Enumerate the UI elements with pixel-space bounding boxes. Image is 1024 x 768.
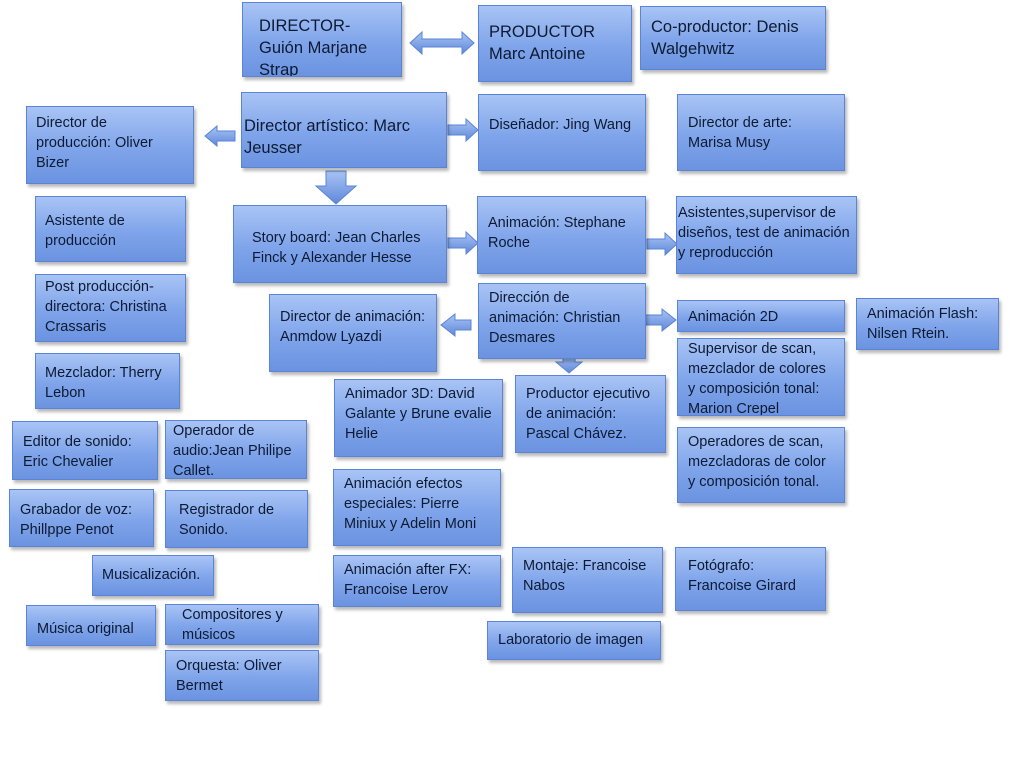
- box-director-animacion: Director de animación: Anmdow Lyazdi: [269, 294, 437, 372]
- arrow-to-director-produccion: [204, 124, 236, 148]
- box-compositores: Compositores y músicos: [165, 604, 319, 645]
- box-productor-ejecutivo: Productor ejecutivo de animación: Pascal…: [515, 375, 666, 453]
- arrow-to-director-animacion: [440, 312, 472, 338]
- box-registrador-sonido: Registrador de Sonido.: [165, 490, 308, 548]
- box-montaje: Montaje: Francoise Nabos: [512, 547, 663, 613]
- arrow-to-asistentes: [646, 231, 678, 257]
- box-supervisor-scan: Supervisor de scan, mezclador de colores…: [677, 338, 845, 416]
- box-director: DIRECTOR-Guión Marjane Strap: [242, 2, 402, 77]
- box-operador-audio: Operador de audio:Jean Philipe Callet.: [165, 420, 307, 479]
- box-animacion-2d: Animación 2D: [677, 300, 845, 332]
- box-direccion-animacion: Dirección de animación: Christian Desmar…: [478, 283, 646, 359]
- box-operadores-scan: Operadores de scan, mezcladoras de color…: [677, 427, 845, 503]
- arrow-to-animacion: [447, 230, 479, 256]
- box-director-produccion: Director de producción: Oliver Bizer: [26, 106, 194, 184]
- box-productor: PRODUCTOR Marc Antoine: [478, 5, 632, 82]
- box-animacion-flash: Animación Flash: Nilsen Rtein.: [856, 298, 999, 350]
- box-animacion-after-fx: Animación after FX: Francoise Lerov: [333, 555, 501, 607]
- double-arrow-director-productor: [409, 30, 475, 56]
- arrow-to-animacion-2d: [641, 307, 677, 333]
- box-asistentes-supervisor: Asistentes,supervisor de diseños, test d…: [676, 196, 857, 274]
- box-coproductor: Co-productor: Denis Walgehwitz: [640, 6, 826, 70]
- box-orquesta: Orquesta: Oliver Bermet: [165, 650, 319, 701]
- box-editor-sonido: Editor de sonido: Eric Chevalier: [12, 421, 158, 480]
- box-animacion-efectos: Animación efectos especiales: Pierre Min…: [333, 469, 501, 546]
- box-mezclador: Mezclador: Therry Lebon: [35, 353, 180, 409]
- box-asistente-produccion: Asistente de producción: [35, 196, 186, 262]
- arrow-to-story-board: [314, 170, 358, 205]
- box-disenador: Diseñador: Jing Wang: [478, 94, 646, 171]
- box-story-board: Story board: Jean Charles Finck y Alexan…: [233, 205, 447, 283]
- arrow-to-disenador: [447, 117, 479, 143]
- box-animacion: Animación: Stephane Roche: [477, 196, 646, 274]
- box-director-arte: Director de arte: Marisa Musy: [677, 94, 845, 171]
- box-fotografo: Fotógrafo: Francoise Girard: [675, 547, 826, 611]
- box-post-produccion: Post producción- directora: Christina Cr…: [35, 274, 186, 342]
- box-director-artistico: Director artístico: Marc Jeusser: [241, 92, 447, 168]
- box-musicalizacion: Musicalización.: [92, 555, 214, 596]
- box-laboratorio: Laboratorio de imagen: [487, 621, 661, 660]
- box-animador-3d: Animador 3D: David Galante y Brune evali…: [334, 379, 503, 457]
- box-grabador-voz: Grabador de voz: Phillppe Penot: [9, 489, 154, 547]
- box-musica-original: Música original: [26, 605, 156, 646]
